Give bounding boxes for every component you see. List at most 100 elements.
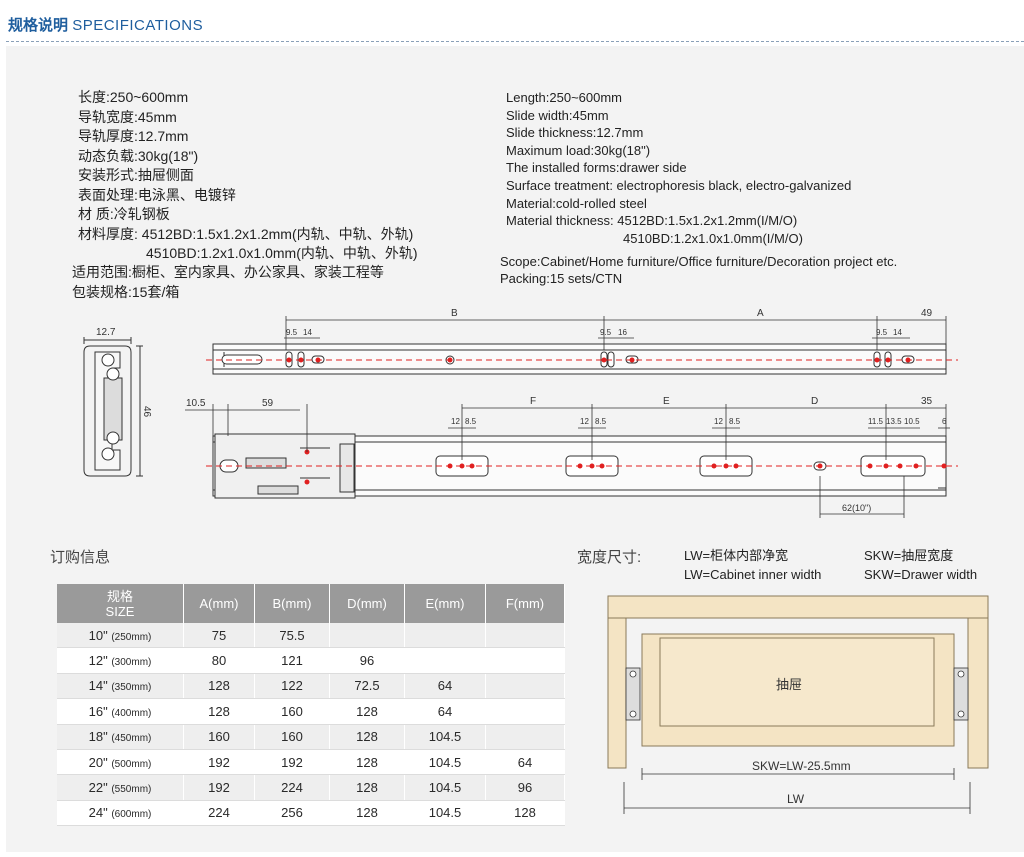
order-cell-b: 192 bbox=[254, 749, 330, 776]
order-size-mm: (350mm) bbox=[111, 682, 152, 694]
skw-formula: SKW=LW-25.5mm bbox=[752, 759, 851, 773]
order-cell-b: 224 bbox=[254, 774, 330, 801]
spec-width-zh: 导轨宽度:45mm bbox=[78, 108, 177, 125]
header-divider bbox=[6, 41, 1024, 42]
order-head-e: E(mm) bbox=[404, 584, 486, 623]
order-size-mm: (300mm) bbox=[111, 657, 152, 669]
cabinet-right-panel bbox=[967, 617, 989, 769]
dim-6: 6 bbox=[942, 417, 947, 426]
order-cell-e: 64 bbox=[404, 698, 486, 725]
specs-en: Length:250~600mm Slide width:45mm Slide … bbox=[506, 89, 851, 247]
order-cell-b: 160 bbox=[254, 698, 330, 725]
skw-definition-zh: SKW=抽屉宽度 bbox=[864, 548, 954, 563]
order-cell-a: 128 bbox=[183, 673, 255, 700]
order-cell-f bbox=[485, 698, 565, 725]
spec-mat-thick-2-zh: 4510BD:1.2x1.0x1.0mm(内轨、中轨、外轨) bbox=[146, 245, 418, 261]
order-cell-e: 104.5 bbox=[404, 800, 486, 827]
order-cell-b: 75.5 bbox=[254, 623, 330, 649]
order-cell-size: 14" (350mm) bbox=[57, 673, 184, 700]
inner-member bbox=[212, 343, 947, 375]
spec-material-zh: 材 质:冷轧钢板 bbox=[78, 206, 170, 222]
order-cell-size: 20" (500mm) bbox=[57, 749, 184, 776]
dim-12-a: 12 bbox=[451, 417, 460, 426]
order-size-mm: (500mm) bbox=[111, 758, 152, 770]
dim-12-c: 12 bbox=[714, 417, 723, 426]
order-title: 订购信息 bbox=[50, 549, 111, 566]
slide-technical-drawing: 12.7 46 B A 49 9.5 14 9.5 bbox=[83, 308, 958, 518]
order-size-mm: (250mm) bbox=[111, 631, 152, 643]
order-cell-a: 160 bbox=[183, 724, 255, 750]
dim-profile-width: 12.7 bbox=[96, 327, 116, 338]
dim-label-f: F bbox=[530, 396, 536, 407]
drawer-label: 抽屉 bbox=[776, 677, 802, 692]
order-cell-d: 128 bbox=[329, 800, 405, 827]
dim-9-5-b: 9.5 bbox=[600, 328, 612, 337]
spec-length-en: Length:250~600mm bbox=[506, 90, 623, 105]
order-size-inch: 22" bbox=[88, 780, 108, 796]
order-cell-a: 80 bbox=[183, 647, 255, 674]
spec-thickness-en: Slide thickness:12.7mm bbox=[506, 125, 644, 141]
order-size-mm: (450mm) bbox=[111, 733, 152, 745]
spec-forms-en: The installed forms:drawer side bbox=[506, 160, 687, 176]
dim-profile-height: 46 bbox=[141, 406, 152, 418]
dim-8-5-a: 8.5 bbox=[465, 417, 477, 426]
specs-zh-scope: 适用范围:橱柜、室内家具、办公家具、家装工程等 包装规格:15套/箱 bbox=[72, 262, 384, 302]
dim-11-5: 11.5 bbox=[868, 417, 884, 426]
order-head-d: D(mm) bbox=[329, 584, 405, 623]
order-cell-size: 12" (300mm) bbox=[57, 647, 184, 674]
order-cell-a: 224 bbox=[183, 800, 255, 827]
order-cell-a: 192 bbox=[183, 774, 255, 801]
lw-definition-zh: LW=柜体内部净宽 bbox=[684, 548, 789, 563]
cabinet-left-panel bbox=[607, 617, 627, 769]
order-head-size-en: SIZE bbox=[105, 603, 135, 619]
dim-label-b: B bbox=[451, 308, 458, 319]
order-cell-e: 104.5 bbox=[404, 724, 486, 750]
spec-mat-thick-1-en: Material thickness: 4512BD:1.5x1.2x1.2mm… bbox=[506, 213, 798, 229]
order-size-inch: 16" bbox=[88, 703, 108, 719]
dim-label-e: E bbox=[663, 396, 670, 407]
order-size-inch: 12" bbox=[88, 653, 108, 669]
spec-load-en: Maximum load:30kg(18") bbox=[506, 142, 651, 158]
dim-49: 49 bbox=[921, 308, 933, 319]
order-table: 规格 SIZE A(mm) B(mm) D(mm) E(mm) F(mm) 10… bbox=[57, 584, 565, 827]
order-cell-f bbox=[485, 673, 565, 700]
order-cell-size: 16" (400mm) bbox=[57, 698, 184, 725]
order-cell-b: 122 bbox=[254, 673, 330, 700]
order-cell-f bbox=[485, 724, 565, 750]
order-head-a: A(mm) bbox=[183, 584, 255, 623]
dim-14-a: 14 bbox=[303, 328, 312, 337]
order-cell-e: 64 bbox=[404, 673, 486, 700]
dim-8-5-b: 8.5 bbox=[595, 417, 607, 426]
order-cell-e bbox=[404, 623, 486, 649]
order-size-inch: 20" bbox=[88, 754, 108, 770]
order-cell-f: 96 bbox=[485, 774, 565, 801]
order-size-inch: 24" bbox=[88, 805, 108, 821]
order-cell-a: 75 bbox=[183, 623, 255, 649]
profile-section bbox=[83, 337, 143, 477]
specs-zh: 长度:250~600mm 导轨宽度:45mm 导轨厚度:12.7mm 动态负载:… bbox=[78, 88, 418, 264]
slide-right bbox=[953, 667, 969, 721]
spec-mat-thick-1-zh: 材料厚度: 4512BD:1.5x1.2x1.2mm(内轨、中轨、外轨) bbox=[78, 225, 414, 242]
spec-scope-zh: 适用范围:橱柜、室内家具、办公家具、家装工程等 bbox=[72, 264, 384, 280]
dim-14-c: 14 bbox=[893, 328, 902, 337]
order-head-size-zh: 规格 bbox=[106, 588, 133, 604]
order-cell-size: 10" (250mm) bbox=[57, 623, 184, 649]
spec-install-zh: 安装形式:抽屉侧面 bbox=[78, 167, 194, 183]
order-cell-size: 18" (450mm) bbox=[57, 724, 184, 750]
spec-thickness-zh: 导轨厚度:12.7mm bbox=[78, 128, 189, 144]
lw-definition-en: LW=Cabinet inner width bbox=[684, 567, 822, 582]
spec-mat-thick-2-en: 4510BD:1.2x1.0x1.0mm(I/M/O) bbox=[623, 230, 803, 246]
order-cell-b: 256 bbox=[254, 800, 330, 827]
order-table-header: 规格 SIZE A(mm) B(mm) D(mm) E(mm) F(mm) bbox=[57, 584, 565, 623]
order-head-b: B(mm) bbox=[254, 584, 330, 623]
spec-length-zh: 长度:250~600mm bbox=[78, 89, 189, 105]
dim-59: 59 bbox=[262, 398, 274, 409]
spec-width-en: Slide width:45mm bbox=[506, 107, 609, 123]
dim-35: 35 bbox=[921, 396, 933, 407]
lw-label: LW bbox=[787, 792, 805, 806]
